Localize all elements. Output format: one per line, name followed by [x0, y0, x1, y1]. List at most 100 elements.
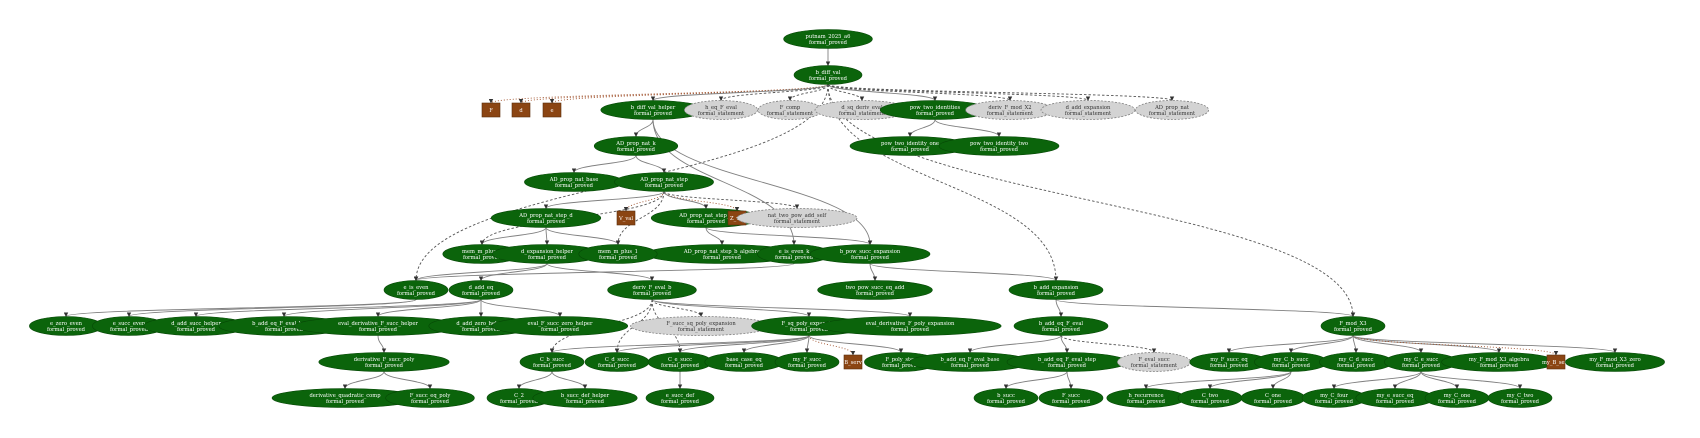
- node-status-F_succ_eq_poly: formal_proved: [411, 399, 450, 405]
- edge-AD_prop_nat_step-to-mem_m_plus_1: [615, 191, 665, 245]
- node-shape-derivative_F_succ_poly: [318, 352, 450, 372]
- node-status-e_succ_even: formal_proved: [110, 327, 149, 333]
- node-label-my_C_four: my_C_four: [1320, 393, 1348, 399]
- edge-AD_prop_nat_step_d-to-mem_m_plus_1: [545, 227, 621, 245]
- node-label-my_F_mod_X3_zero: my_F_mod_X3_zero: [1589, 357, 1641, 363]
- edge-AD_prop_nat_step_d-to-d_expansion_helper: [544, 227, 550, 245]
- node-status-C_two: formal_proved: [1191, 399, 1230, 405]
- node-shape-AD_prop_nat_step: [614, 172, 714, 192]
- edge-b_diff_val-to-AD_prop_nat: [827, 84, 1175, 101]
- edge-AD_prop_nat_step-to-AD_prop_nat_step_b: [663, 191, 709, 209]
- edge-b_diff_val-to-b_diff_val_helper: [650, 84, 829, 101]
- node-label-b_pow_succ_expansion: b_pow_succ_expansion: [840, 249, 901, 255]
- node-shape-b_add_eq_F_eval: [1013, 316, 1109, 336]
- edge-F_sq_poly_expansion-to-F_poly_step: [808, 335, 904, 353]
- node-label-AD_prop_nat_k: AD_prop_nat_k: [615, 141, 656, 147]
- node-status-h_recurrence: formal_proved: [1127, 399, 1166, 405]
- node-shape-e: [542, 102, 562, 118]
- node-label-C_b_succ: C_b_succ: [540, 357, 564, 363]
- edge-b_diff_val-to-d_sq_deriv_eval: [827, 84, 865, 101]
- node-status-AD_prop_nat_step_b_algebra: formal_proved: [703, 255, 742, 261]
- edge-e_is_even-to-e_succ_even: [126, 299, 417, 317]
- node-label-h_recurrence: h_recurrence: [1128, 393, 1163, 399]
- edge-d_expansion_helper-to-e_is_even: [413, 263, 548, 281]
- node-label-d_add_succ_helper: d_add_succ_helper: [171, 321, 221, 327]
- node-layer: putnam_2025_a6formal_provedb_diff_valfor…: [29, 29, 1665, 408]
- node-shape-two_pow_succ_eq_add: [817, 280, 933, 300]
- edge-F_sq_poly_expansion-to-C_e_succ: [677, 335, 810, 353]
- edge-pow_two_identities-to-pow_two_identity_one: [907, 119, 936, 137]
- edge-b_diff_val-to-b_add_expansion: [827, 84, 1059, 281]
- node-status-b_succ_def_helper: formal_proved: [566, 399, 605, 405]
- node-label-pow_two_identities: pow_two_identities: [910, 105, 961, 111]
- node-label-my_C_e_succ: my_C_e_succ: [1404, 357, 1439, 363]
- node-status-F_succ_sq_poly_expansion: formal_statement: [678, 327, 725, 333]
- node-status-e_is_even: formal_proved: [397, 291, 436, 297]
- node-status-my_C_b_succ: formal_proved: [1272, 363, 1311, 369]
- node-label-e_zero_even: e_zero_even: [50, 321, 83, 327]
- node-status-pow_two_identity_two: formal_proved: [980, 147, 1019, 153]
- node-label-d_add_eq: d_add_eq: [469, 285, 494, 291]
- node-label-pow_two_identity_two: pow_two_identity_two: [970, 141, 1028, 147]
- node-status-derivative_quadratic_comp: formal_proved: [326, 399, 365, 405]
- node-status-mem_m_plus_1: formal_proved: [599, 255, 638, 261]
- node-label-AD_prop_nat_base: AD_prop_nat_base: [549, 177, 599, 183]
- node-status-deriv_F_eval_b: formal_proved: [633, 291, 672, 297]
- node-status-eval_derivative_F_poly_expansion: formal_proved: [891, 327, 930, 333]
- edge-b_pow_succ_expansion-to-b_add_expansion: [869, 263, 1059, 281]
- node-shape-b_add_expansion: [1008, 280, 1104, 300]
- edge-b_diff_val-to-F_comp: [787, 84, 829, 101]
- node-status-d_add_zero_helper: formal_proved: [462, 327, 501, 333]
- node-status-C_e_succ: formal_proved: [661, 363, 700, 369]
- node-label-base_case_eq: base_case_eq: [726, 357, 762, 363]
- edge-AD_prop_nat_step_b-to-AD_prop_nat_step_b_algebra: [705, 227, 725, 245]
- node-status-d_add_expansion: formal_statement: [1065, 111, 1112, 117]
- edge-d_add_eq-to-eval_F_succ_zero_helper: [480, 299, 563, 317]
- edge-b_add_eq_F_eval-to-b_add_eq_F_eval_base: [967, 335, 1062, 353]
- node-label-e: e: [550, 108, 553, 114]
- node-shape-deriv_F_eval_b: [607, 280, 697, 300]
- node-label-AD_prop_nat_step_b: AD_prop_nat_step_b: [678, 213, 733, 219]
- node-label-AD_prop_nat_step: AD_prop_nat_step: [639, 177, 688, 183]
- edge-my_C_b_succ-to-h_recurrence: [1143, 371, 1292, 389]
- node-label-AD_prop_nat_step_d: AD_prop_nat_step_d: [518, 213, 573, 219]
- node-status-AD_prop_nat: formal_statement: [1149, 111, 1196, 117]
- node-label-F_succ: F_succ: [1062, 393, 1080, 399]
- node-label-V_val: V_val: [618, 216, 633, 222]
- node-label-b_succ: b_succ: [997, 393, 1015, 399]
- node-status-putnam: formal_proved: [809, 40, 848, 46]
- node-shape-my_F_succ: [774, 352, 840, 372]
- node-status-my_F_mod_X3_algebra: formal_proved: [1480, 363, 1519, 369]
- edge-d_expansion_helper-to-d_add_eq: [478, 263, 548, 281]
- node-label-my_C_b_succ: my_C_b_succ: [1274, 357, 1309, 363]
- node-label-AD_prop_nat: AD_prop_nat: [1154, 105, 1190, 111]
- edge-b_add_eq_F_eval-to-b_add_eq_F_eval_step: [1060, 335, 1070, 353]
- node-status-d_expansion_helper: formal_proved: [528, 255, 567, 261]
- node-status-two_pow_succ_eq_add: formal_proved: [856, 291, 895, 297]
- node-status-b_succ: formal_proved: [987, 399, 1026, 405]
- node-label-C_d_succ: C_d_succ: [605, 357, 629, 363]
- node-status-my_C_d_succ: formal_proved: [1337, 363, 1376, 369]
- edge-F_sq_poly_expansion-to-my_F_succ: [804, 335, 810, 353]
- node-eval_derivative_F_poly_expansion: eval_derivative_F_poly_expansionformal_p…: [818, 316, 1002, 336]
- edge-b_add_eq_F_eval_step-to-F_succ: [1066, 371, 1074, 389]
- edge-b_diff_val_helper-to-AD_prop_nat_k: [633, 119, 654, 137]
- node-label-F_mod_X3: F_mod_X3: [1339, 321, 1366, 327]
